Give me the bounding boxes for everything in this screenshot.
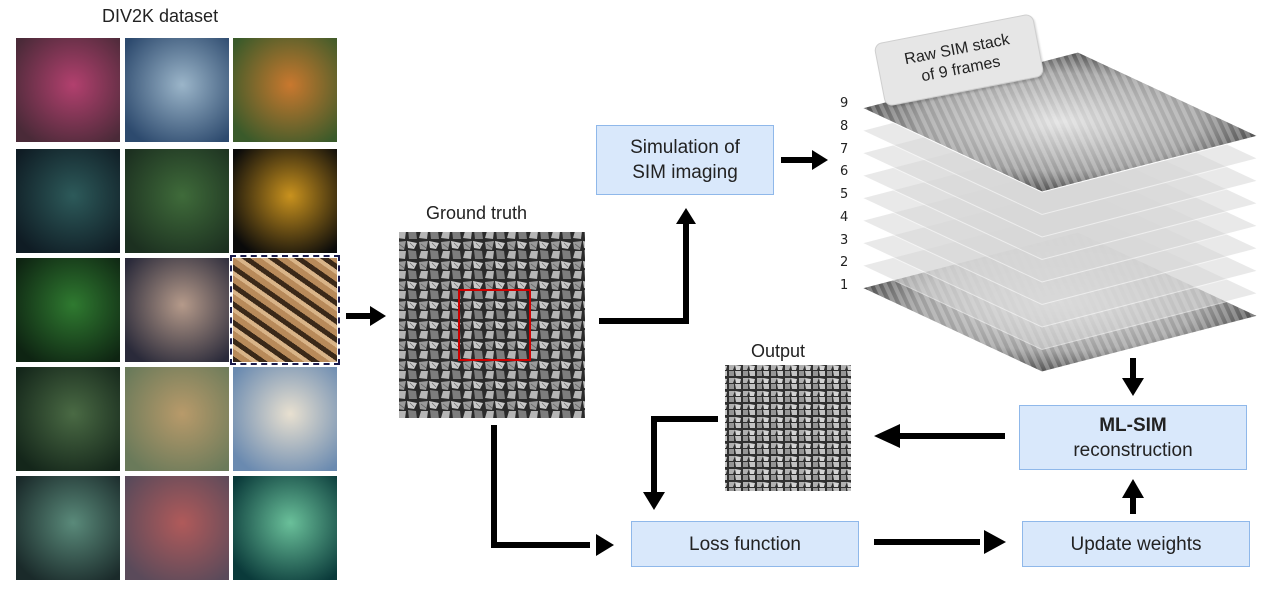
bee-image (233, 149, 337, 253)
frame-number: 1 (840, 278, 849, 293)
frame-number: 7 (840, 141, 849, 157)
raw-sim-stack (860, 51, 1260, 373)
ml-sim-box: ML-SIM reconstruction (1019, 405, 1247, 470)
stadium-image (125, 476, 229, 580)
green-leaves-image (16, 367, 120, 471)
fern-image (16, 258, 120, 362)
arrowhead (1122, 378, 1144, 396)
output-image (725, 365, 851, 491)
tiger-image (233, 38, 337, 142)
mountain-lake-image (125, 38, 229, 142)
pine-forest-image (125, 149, 229, 253)
loss-function-box: Loss function (631, 521, 859, 567)
frame-number: 3 (840, 232, 849, 248)
arrowhead (676, 208, 696, 224)
crowd-image (125, 258, 229, 362)
dark-leaves-image (16, 149, 120, 253)
arrowhead (1122, 479, 1144, 498)
succulent-image (16, 476, 120, 580)
output-label: Output (751, 341, 806, 361)
arrowhead (874, 424, 900, 448)
arrow-output-to-loss (651, 416, 718, 494)
arrowhead (812, 150, 828, 170)
update-weights-box: Update weights (1022, 521, 1250, 567)
ml-sim-subtitle: reconstruction (1073, 439, 1193, 461)
arrowhead (596, 534, 614, 556)
arrowhead (370, 306, 386, 326)
ground-truth-label: Ground truth (426, 203, 528, 223)
frame-number: 4 (840, 209, 849, 225)
westie-dog-image (233, 367, 337, 471)
arrowheads (370, 150, 1144, 556)
frame-number: 2 (840, 255, 849, 271)
arrow-gt-to-sim (599, 222, 689, 324)
frame-number: 5 (840, 187, 849, 202)
frame-number: 6 (840, 164, 849, 180)
coral-image (233, 476, 337, 580)
arrows (346, 157, 1136, 548)
simulation-line1: Simulation of (630, 137, 740, 158)
firewood-image (230, 255, 340, 365)
arrowhead (984, 530, 1006, 554)
arrowhead (643, 492, 665, 510)
simulation-line2: SIM imaging (632, 162, 738, 183)
starfish-image (16, 38, 120, 142)
ml-sim-title: ML-SIM (1099, 414, 1167, 436)
dataset-title: DIV2K dataset (102, 6, 219, 26)
frame-number: 9 (840, 96, 849, 111)
frame-number: 8 (840, 118, 849, 134)
antelope-image (125, 367, 229, 471)
simulation-box: Simulation of SIM imaging (596, 125, 774, 195)
ground-truth-crop-box (458, 289, 531, 361)
arrow-gt-to-loss (491, 425, 590, 548)
ground-truth-image (399, 232, 585, 418)
